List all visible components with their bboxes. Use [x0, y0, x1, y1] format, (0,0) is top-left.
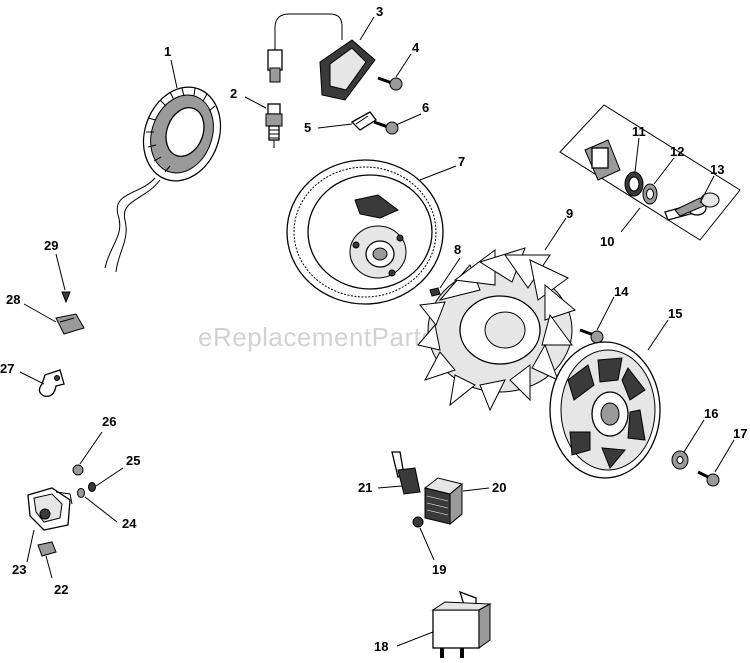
screw-29-part[interactable] — [61, 291, 71, 304]
nut-11-part[interactable] — [624, 171, 644, 197]
ignition-module-part[interactable] — [267, 13, 376, 101]
callout-16: 16 — [704, 406, 718, 421]
screw-26-part[interactable] — [72, 464, 84, 476]
rectifier-part[interactable] — [423, 477, 464, 526]
callout-24: 24 — [122, 516, 137, 531]
washer-12-part[interactable] — [642, 183, 658, 205]
keys-13-part[interactable] — [664, 192, 720, 221]
clamp-27-part[interactable] — [38, 369, 65, 397]
screw-4-part[interactable] — [377, 76, 403, 91]
callout-13: 13 — [710, 162, 724, 177]
callout-9: 9 — [566, 206, 573, 221]
relay-part[interactable] — [431, 590, 492, 658]
callout-29: 29 — [44, 238, 58, 253]
drive-cup-part[interactable] — [549, 341, 661, 479]
switch-bracket-part[interactable] — [27, 487, 73, 531]
flywheel-part[interactable] — [286, 159, 444, 305]
callout-23: 23 — [12, 562, 26, 577]
callout-28: 28 — [6, 292, 20, 307]
callout-1: 1 — [164, 44, 171, 59]
callout-6: 6 — [422, 100, 429, 115]
screw-14-part[interactable] — [579, 328, 604, 344]
key-switch-assembly[interactable] — [559, 104, 741, 241]
screw-19-part[interactable] — [412, 516, 424, 528]
callout-20: 20 — [492, 480, 506, 495]
callout-15: 15 — [668, 306, 682, 321]
leader-lines — [19, 16, 735, 647]
spark-plug-part[interactable] — [265, 103, 283, 148]
callout-25: 25 — [126, 453, 140, 468]
callout-11: 11 — [632, 124, 646, 139]
callout-18: 18 — [374, 639, 388, 654]
nut-25-part[interactable] — [88, 482, 96, 492]
callout-21: 21 — [358, 480, 372, 495]
callout-22: 22 — [54, 582, 68, 597]
callout-5: 5 — [304, 120, 311, 135]
key-8-part[interactable] — [429, 287, 441, 297]
callout-7: 7 — [458, 154, 465, 169]
callout-19: 19 — [432, 562, 446, 577]
callout-8: 8 — [454, 242, 461, 257]
callout-3: 3 — [376, 4, 383, 19]
stator-part[interactable] — [104, 76, 233, 273]
clamp-28-part[interactable] — [55, 313, 85, 335]
callout-17: 17 — [733, 426, 747, 441]
callout-27: 27 — [0, 361, 14, 376]
connector-21-part[interactable] — [391, 451, 421, 495]
bolt-17-part[interactable] — [697, 470, 720, 487]
callout-10: 10 — [600, 234, 614, 249]
callout-12: 12 — [670, 144, 684, 159]
screw-6-part[interactable] — [373, 120, 399, 135]
callout-2: 2 — [230, 86, 237, 101]
callout-26: 26 — [102, 414, 116, 429]
washer-24-part[interactable] — [77, 488, 85, 498]
clip-22-part[interactable] — [37, 541, 57, 557]
washer-16-part[interactable] — [671, 450, 689, 470]
callout-4: 4 — [412, 40, 420, 55]
callout-14: 14 — [614, 284, 629, 299]
fan-part[interactable] — [417, 247, 577, 412]
clip-5-part[interactable] — [350, 111, 377, 131]
